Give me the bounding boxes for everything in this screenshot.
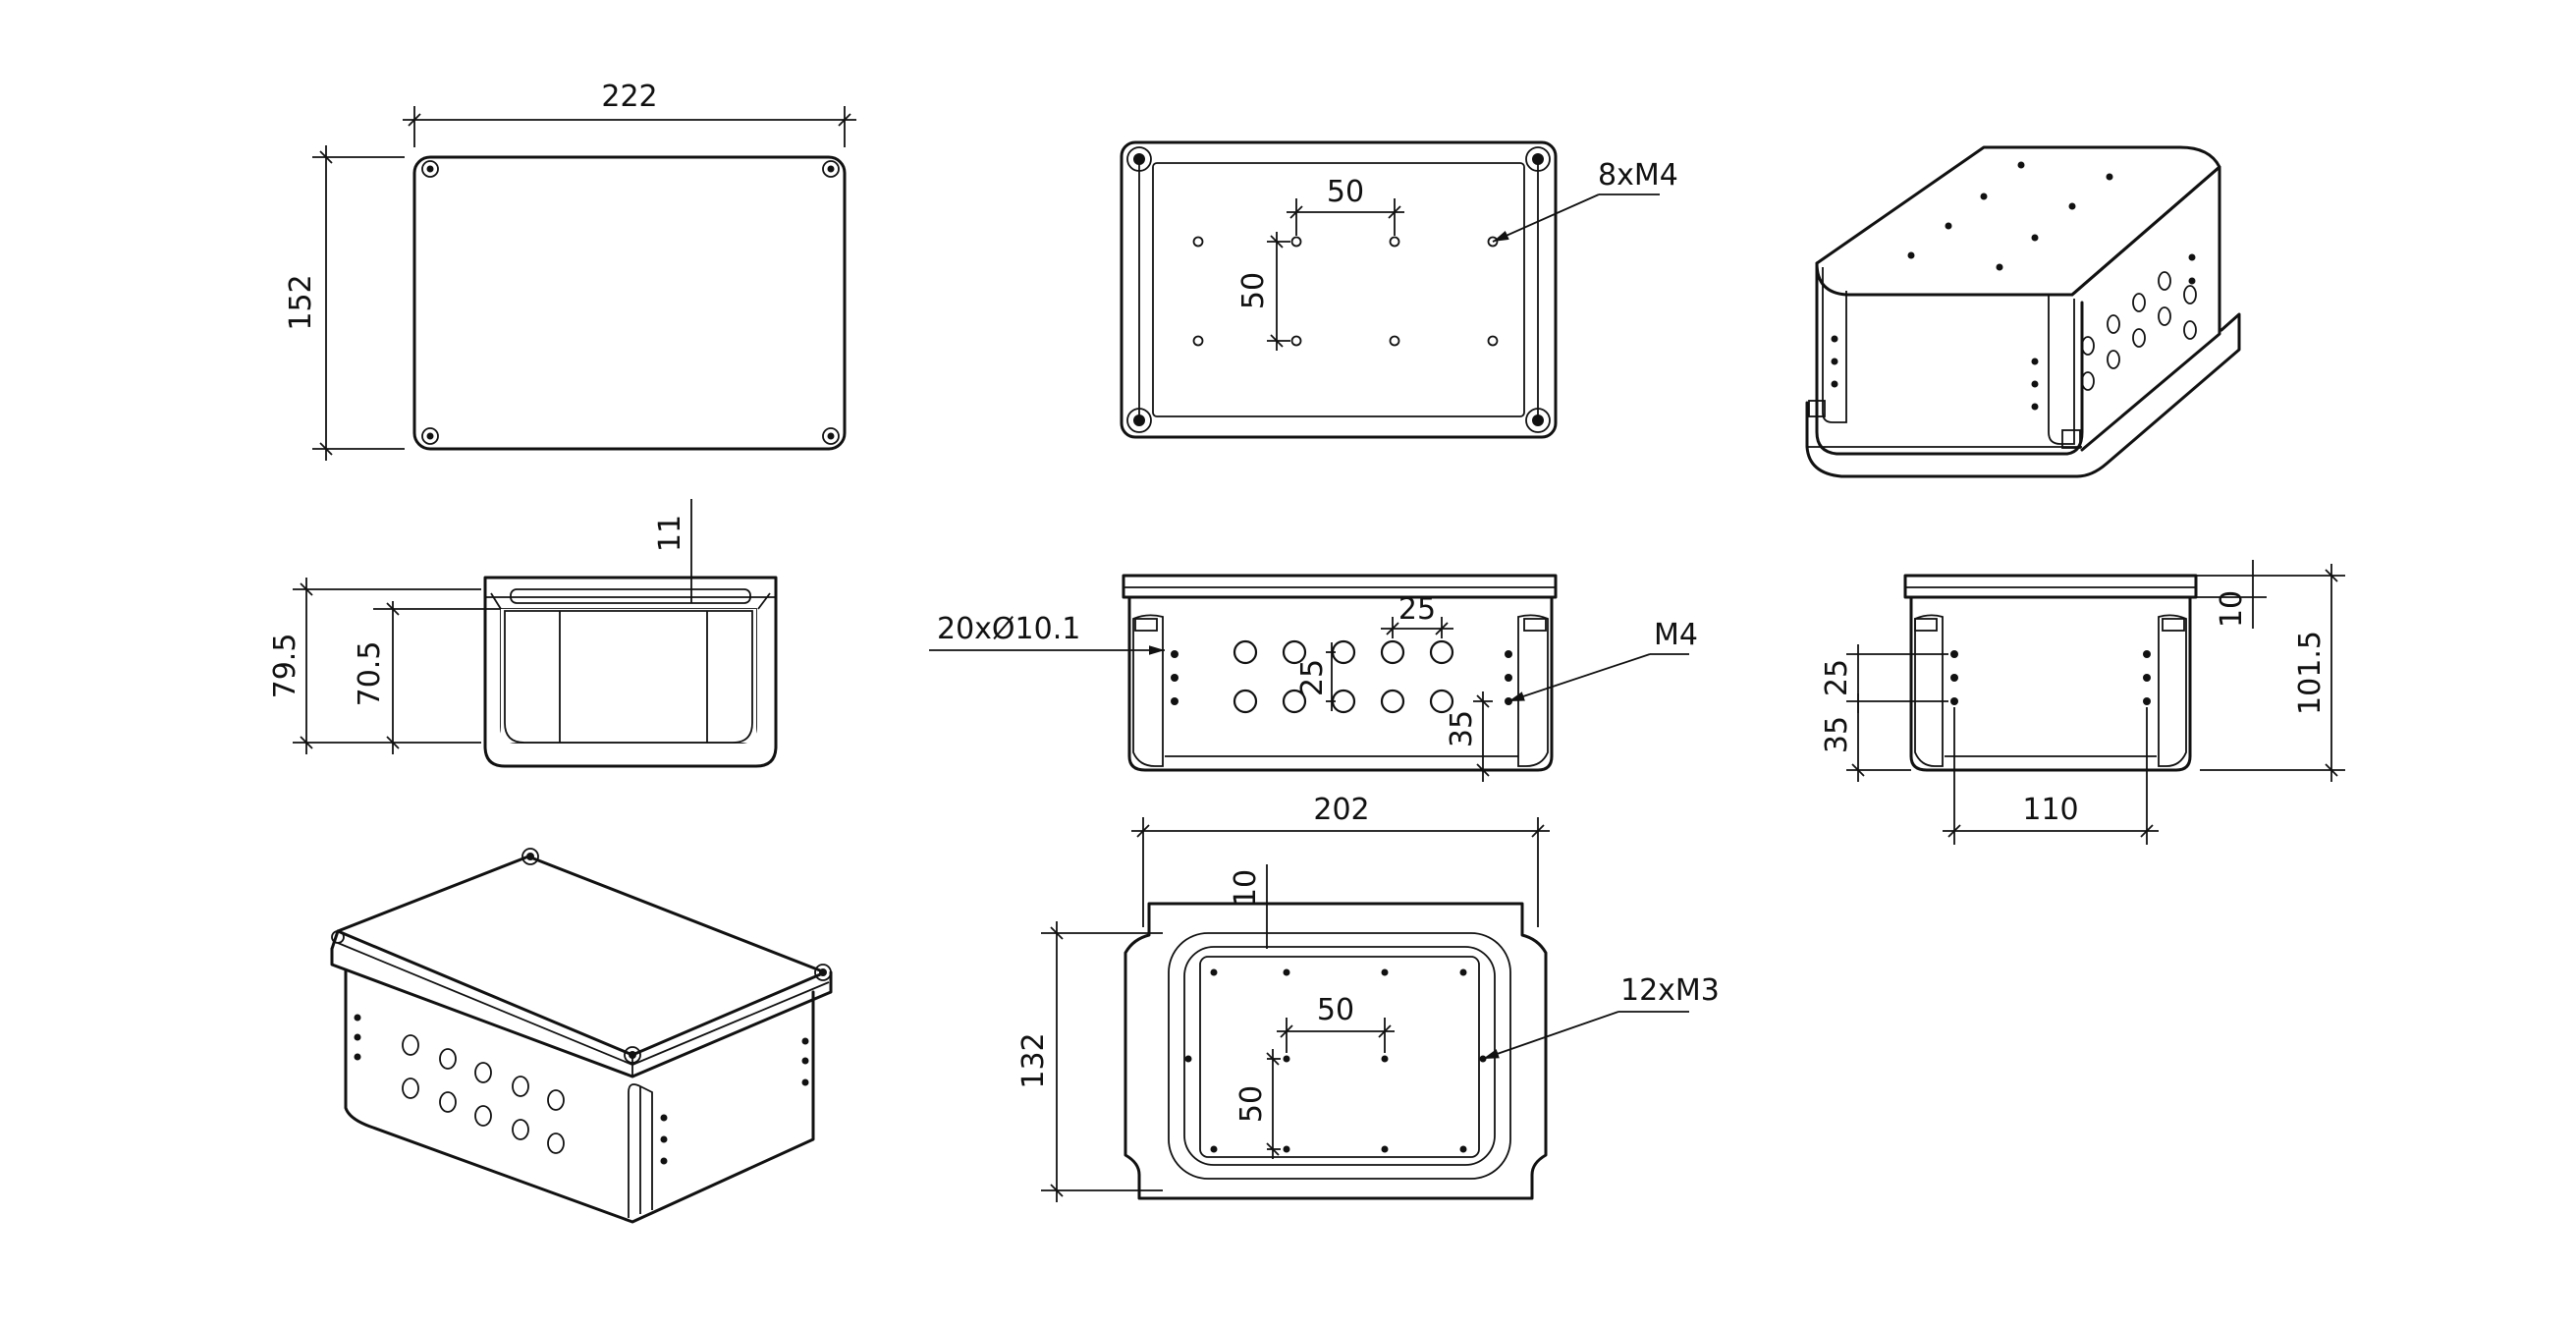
dim-label: 25 — [1295, 659, 1330, 696]
dim-label: 70.5 — [353, 641, 387, 707]
cable-gland-hole — [2081, 271, 2197, 391]
dim-lid-thickness: 10 — [2196, 560, 2267, 629]
dim-hole-spacing: 25 — [1820, 644, 1948, 713]
mounting-hole — [1907, 161, 2113, 271]
dim-label: 79.5 — [268, 634, 302, 699]
iso-view-top — [1805, 145, 2241, 478]
base-top-view: 50 50 8xM4 — [1120, 140, 1678, 439]
dim-spacing-x: 25 — [1381, 592, 1453, 638]
dim-overall-height: 101.5 — [2200, 564, 2345, 782]
lid-top-view: 222 152 — [284, 80, 856, 461]
dim-height: 152 — [284, 145, 405, 461]
iso-view-bottom — [330, 848, 833, 1224]
dim-label: 35 — [1820, 716, 1854, 753]
dim-spacing-x: 50 — [1287, 175, 1404, 236]
dim-inner-width: 202 — [1131, 793, 1550, 927]
dim-label: 50 — [1234, 1085, 1269, 1123]
leader-holes: 8xM4 — [1492, 158, 1678, 243]
side-right-view: 25 35 110 10 — [1820, 560, 2345, 845]
dim-inner-height: 70.5 — [353, 601, 501, 754]
dim-label: 222 — [601, 80, 657, 114]
dim-bottom-offset: 35 — [1445, 691, 1493, 782]
dim-label: 101.5 — [2293, 631, 2328, 715]
section-side-view: 11 79.5 70.5 — [268, 499, 778, 768]
dim-label: 50 — [1327, 175, 1364, 209]
dim-bottom-offset: 35 — [1820, 693, 1911, 782]
dim-label: 50 — [1236, 272, 1271, 309]
dim-label: 12xM3 — [1620, 973, 1720, 1008]
dim-wall: 10 — [1229, 864, 1268, 949]
dim-label: 25 — [1820, 659, 1854, 696]
side-hole — [354, 1014, 809, 1165]
dim-label: 132 — [1016, 1032, 1051, 1088]
side-hole — [1831, 253, 2196, 411]
leader-holes: 20xØ10.1 — [929, 612, 1165, 655]
dim-label: 50 — [1317, 993, 1354, 1027]
dim-lid-thickness: 11 — [653, 499, 692, 603]
corner-screw — [421, 160, 840, 445]
dim-spacing-x: 50 — [1277, 993, 1395, 1053]
dim-hole-span: 110 — [1943, 707, 2159, 845]
dim-label: 25 — [1398, 592, 1436, 627]
corner-screw — [1126, 146, 1551, 433]
dim-label: 202 — [1313, 793, 1369, 827]
dim-label: 110 — [2022, 793, 2078, 827]
dim-inner-depth: 132 — [1016, 921, 1163, 1202]
dim-label: M4 — [1654, 618, 1698, 652]
dim-spacing-y: 50 — [1236, 232, 1290, 351]
front-view: 20xØ10.1 25 25 35 — [929, 574, 1698, 782]
leader-screw: M4 — [1507, 618, 1698, 702]
cable-gland-hole — [402, 1034, 565, 1154]
dim-label: 35 — [1445, 710, 1479, 747]
dim-label: 10 — [1229, 869, 1263, 907]
dim-spacing-y: 50 — [1234, 1049, 1281, 1159]
dim-label: 20xØ10.1 — [937, 612, 1080, 646]
mounting-hole — [1192, 236, 1499, 347]
dim-label: 8xM4 — [1598, 158, 1678, 193]
section-plan-view: 202 10 132 50 — [1016, 793, 1720, 1202]
leader-holes: 12xM3 — [1482, 973, 1720, 1060]
dim-label: 11 — [653, 515, 687, 552]
dim-label: 152 — [284, 274, 318, 330]
cable-gland-hole — [1233, 639, 1454, 714]
dim-width: 222 — [403, 80, 856, 147]
dim-overall-height: 79.5 — [268, 578, 481, 754]
dim-label: 10 — [2215, 590, 2249, 628]
dim-spacing-y: 25 — [1295, 642, 1336, 711]
